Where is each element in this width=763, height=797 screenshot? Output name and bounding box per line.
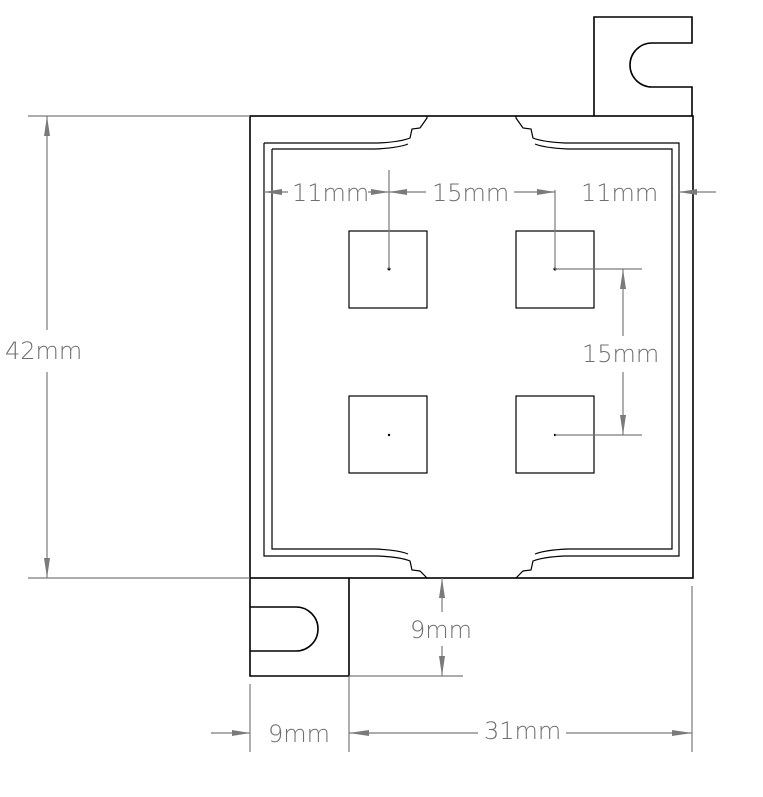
top-tab xyxy=(593,16,693,116)
inner-frame-inner xyxy=(271,143,673,555)
bottom-tab xyxy=(249,578,350,677)
body-outline xyxy=(249,115,694,579)
dim-height-label: 42mm xyxy=(5,337,82,365)
dim-pitch-vertical: 15mm xyxy=(555,268,659,436)
dim-base-width-label: 31mm xyxy=(484,717,561,745)
dim-tab-height-label: 9mm xyxy=(410,616,472,644)
dim-pitch-mid-label: 15mm xyxy=(432,179,509,207)
pad-bottom-left xyxy=(348,395,428,474)
inner-frame-outer xyxy=(263,116,680,579)
dim-tab-height: 9mm xyxy=(349,578,472,677)
dim-pitch-horizontal: 11mm 15mm 11mm xyxy=(264,170,716,269)
dim-bottom: 9mm 31mm xyxy=(211,586,693,752)
dim-height: 42mm xyxy=(5,115,250,579)
dim-tab-width-label: 9mm xyxy=(268,720,330,748)
dim-pitch-vertical-label: 15mm xyxy=(582,340,659,368)
dim-pitch-right-label: 11mm xyxy=(581,179,658,207)
pad-top-left xyxy=(348,230,428,309)
dim-pitch-left-label: 11mm xyxy=(292,179,369,207)
center-mark xyxy=(387,433,391,437)
